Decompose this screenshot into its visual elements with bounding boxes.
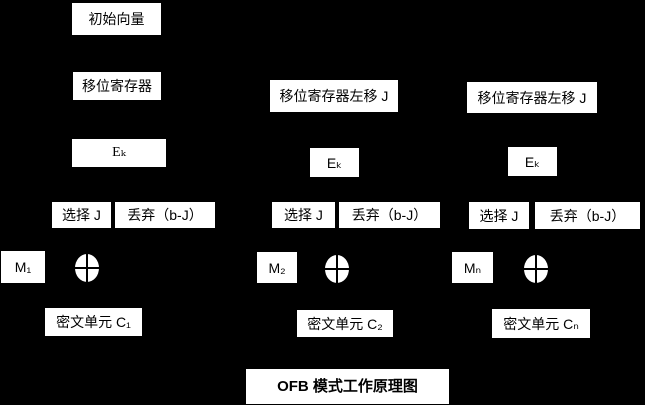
- select-j-box-2: 选择 J: [272, 202, 335, 228]
- message-m2-box: M₂: [257, 252, 297, 283]
- discard-box-1: 丢弃（b-J）: [115, 202, 215, 228]
- diagram-title: OFB 模式工作原理图: [246, 369, 449, 404]
- discard-box-2: 丢弃（b-J）: [339, 202, 440, 228]
- xor-icon: [75, 254, 99, 282]
- message-mn-box: Mₙ: [452, 252, 493, 283]
- discard-box-n: 丢弃（b-J）: [535, 202, 640, 229]
- ciphertext-cn-box: 密文单元 Cₙ: [492, 309, 590, 338]
- initial-vector-box: 初始向量: [72, 3, 161, 35]
- shift-register-box-1: 移位寄存器: [73, 72, 161, 100]
- select-j-box-1: 选择 J: [52, 202, 111, 228]
- shift-register-box-n: 移位寄存器左移 J: [467, 82, 597, 113]
- message-m1-box: M₁: [1, 251, 45, 283]
- ciphertext-c2-box: 密文单元 C₂: [297, 310, 393, 337]
- encrypt-ek-box-n: Eₖ: [508, 147, 557, 176]
- shift-register-box-2: 移位寄存器左移 J: [270, 80, 398, 112]
- xor-icon: [524, 255, 548, 283]
- ciphertext-c1-box: 密文单元 C₁: [45, 308, 142, 336]
- xor-icon: [325, 255, 349, 283]
- encrypt-ek-box-1: Eₖ: [72, 139, 166, 167]
- select-j-box-n: 选择 J: [469, 202, 529, 229]
- encrypt-ek-box-2: Eₖ: [310, 148, 359, 177]
